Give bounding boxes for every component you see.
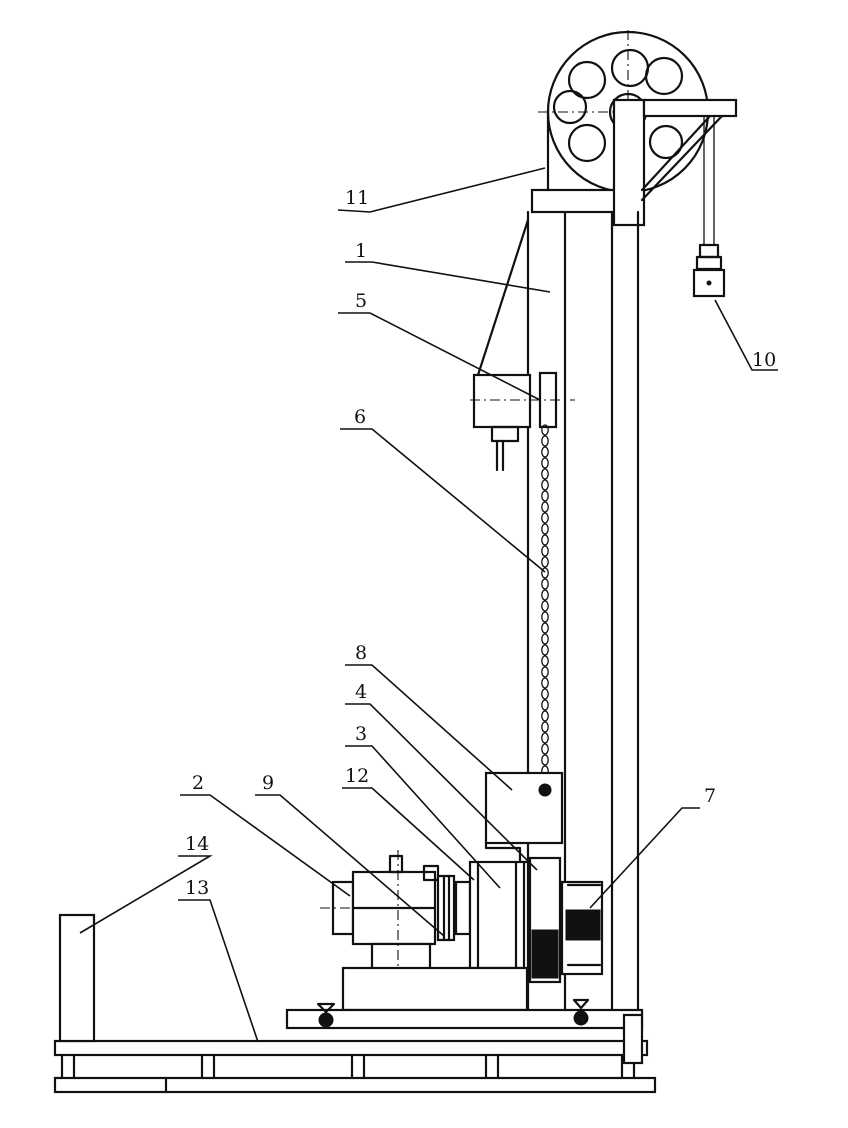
chain-link [541,611,549,623]
callout-14: 14 [185,833,209,855]
callout-1: 1 [355,240,367,262]
chain-link [541,655,549,667]
chain-link [541,754,549,766]
chain-link [541,545,549,557]
feed-chain [541,424,549,777]
motor [320,850,520,975]
callout-7: 7 [704,785,716,807]
belt-pulley [436,874,472,942]
chain-link [541,446,549,458]
base-frame [53,998,657,1094]
hoist-hook [692,116,726,298]
chain-link [541,699,549,711]
callout-6: 6 [354,406,366,428]
callout-10: 10 [752,349,776,371]
base-block [341,966,529,1012]
callout-5: 5 [355,290,367,312]
gearbox [468,860,526,970]
mast [526,210,640,1012]
chain-link [541,721,549,733]
chain-link [541,633,549,645]
chain-link [541,512,549,524]
chain-link [541,622,549,634]
leader-lines [79,167,778,1043]
chain-box [484,771,564,864]
top-frame [530,98,738,227]
power-head [470,218,575,472]
chain-link [541,457,549,469]
chain-link [541,468,549,480]
chain-link [541,435,549,447]
callout-13: 13 [185,877,209,899]
chain-link [541,490,549,502]
chain-link [541,424,549,436]
drive-sprocket [528,856,604,984]
callout-8: 8 [355,642,367,664]
chain-link [541,743,549,755]
chain-link [541,666,549,678]
chain-link [541,479,549,491]
chain-link [541,677,549,689]
chain-link [541,578,549,590]
chain-link [541,523,549,535]
chain-link [541,556,549,568]
callout-9: 9 [262,772,274,794]
chain-link [541,644,549,656]
chain-link [541,688,549,700]
callout-labels: 11 1 5 6 10 8 4 3 7 2 9 12 14 13 [185,187,776,899]
chain-link [541,534,549,546]
callout-11: 11 [345,187,369,209]
callout-12: 12 [345,765,369,787]
chain-link [541,567,549,579]
callout-2: 2 [192,772,204,794]
chain-link [541,589,549,601]
callout-3: 3 [355,723,367,745]
callout-4: 4 [355,681,367,703]
chain-link [541,732,549,744]
chain-link [541,600,549,612]
chain-link [541,710,549,722]
chain-link [541,501,549,513]
support-column [58,913,96,1043]
